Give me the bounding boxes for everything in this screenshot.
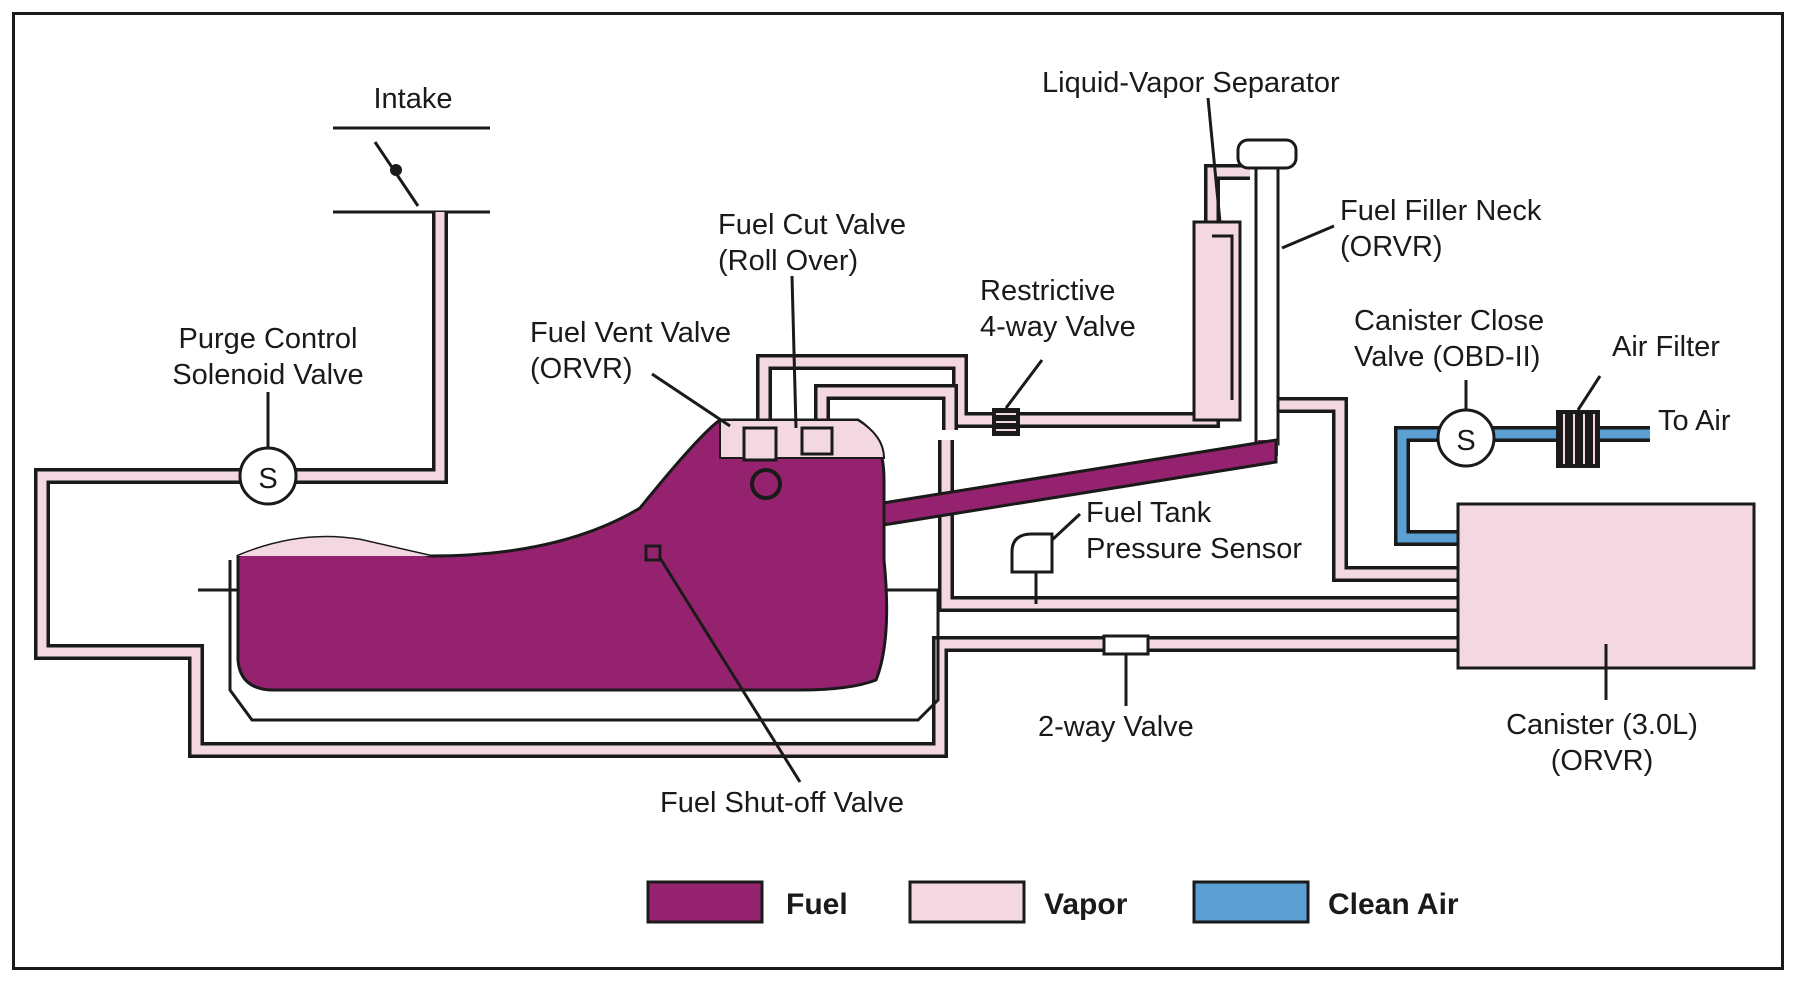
vent-valve-label-2: (ORVR) xyxy=(530,353,633,385)
liquid-vapor-separator xyxy=(1192,97,1242,422)
two-way-valve xyxy=(1102,634,1150,706)
cut-valve-label-1: Fuel Cut Valve xyxy=(718,209,906,241)
intake-label: Intake xyxy=(374,83,453,115)
canister-close-label-1: Canister Close xyxy=(1354,305,1544,337)
legend-swatch-vapor xyxy=(908,880,1026,924)
legend-swatch-clean-air xyxy=(1192,880,1310,924)
legend: Fuel Vapor Clean Air xyxy=(646,880,1459,924)
canister-close-symbol: S xyxy=(1456,425,1475,457)
shutoff-valve-label: Fuel Shut-off Valve xyxy=(660,787,904,819)
to-air-label: To Air xyxy=(1658,405,1731,437)
two-way-valve-label: 2-way Valve xyxy=(1038,711,1194,743)
clean-air-line: S xyxy=(1394,375,1650,546)
separator-label: Liquid-Vapor Separator xyxy=(1042,67,1340,99)
legend-label-vapor: Vapor xyxy=(1044,888,1128,921)
vent-valve-label-1: Fuel Vent Valve xyxy=(530,317,731,349)
filler-neck-label-2: (ORVR) xyxy=(1340,231,1443,263)
pressure-sensor-label-2: Pressure Sensor xyxy=(1086,533,1302,565)
air-filter-label: Air Filter xyxy=(1612,331,1720,363)
fuel-tank-pressure-sensor xyxy=(1010,512,1082,574)
intake-throttle xyxy=(333,126,490,214)
diagram-frame xyxy=(12,12,1784,970)
canister-label-2: (ORVR) xyxy=(1551,745,1654,777)
purge-solenoid-symbol: S xyxy=(258,463,277,495)
filler-neck-label-1: Fuel Filler Neck xyxy=(1340,195,1542,227)
canister-close-label-2: Valve (OBD-II) xyxy=(1354,341,1540,373)
purge-valve-label-2: Solenoid Valve xyxy=(172,359,363,391)
purge-valve-label-1: Purge Control xyxy=(179,323,358,355)
restrictive-label-2: 4-way Valve xyxy=(980,311,1136,343)
restrictive-label-1: Restrictive xyxy=(980,275,1115,307)
cut-valve-label-2: (Roll Over) xyxy=(718,245,858,277)
canister-label-1: Canister (3.0L) xyxy=(1506,709,1698,741)
legend-swatch-fuel xyxy=(646,880,764,924)
purge-line xyxy=(34,212,1458,758)
pressure-sensor-label-1: Fuel Tank xyxy=(1086,497,1212,529)
legend-label-fuel: Fuel xyxy=(786,888,848,921)
canister xyxy=(1456,502,1756,700)
legend-label-clean-air: Clean Air xyxy=(1328,888,1459,921)
purge-solenoid-valve: S xyxy=(238,392,298,506)
fuel-tank xyxy=(198,275,940,783)
